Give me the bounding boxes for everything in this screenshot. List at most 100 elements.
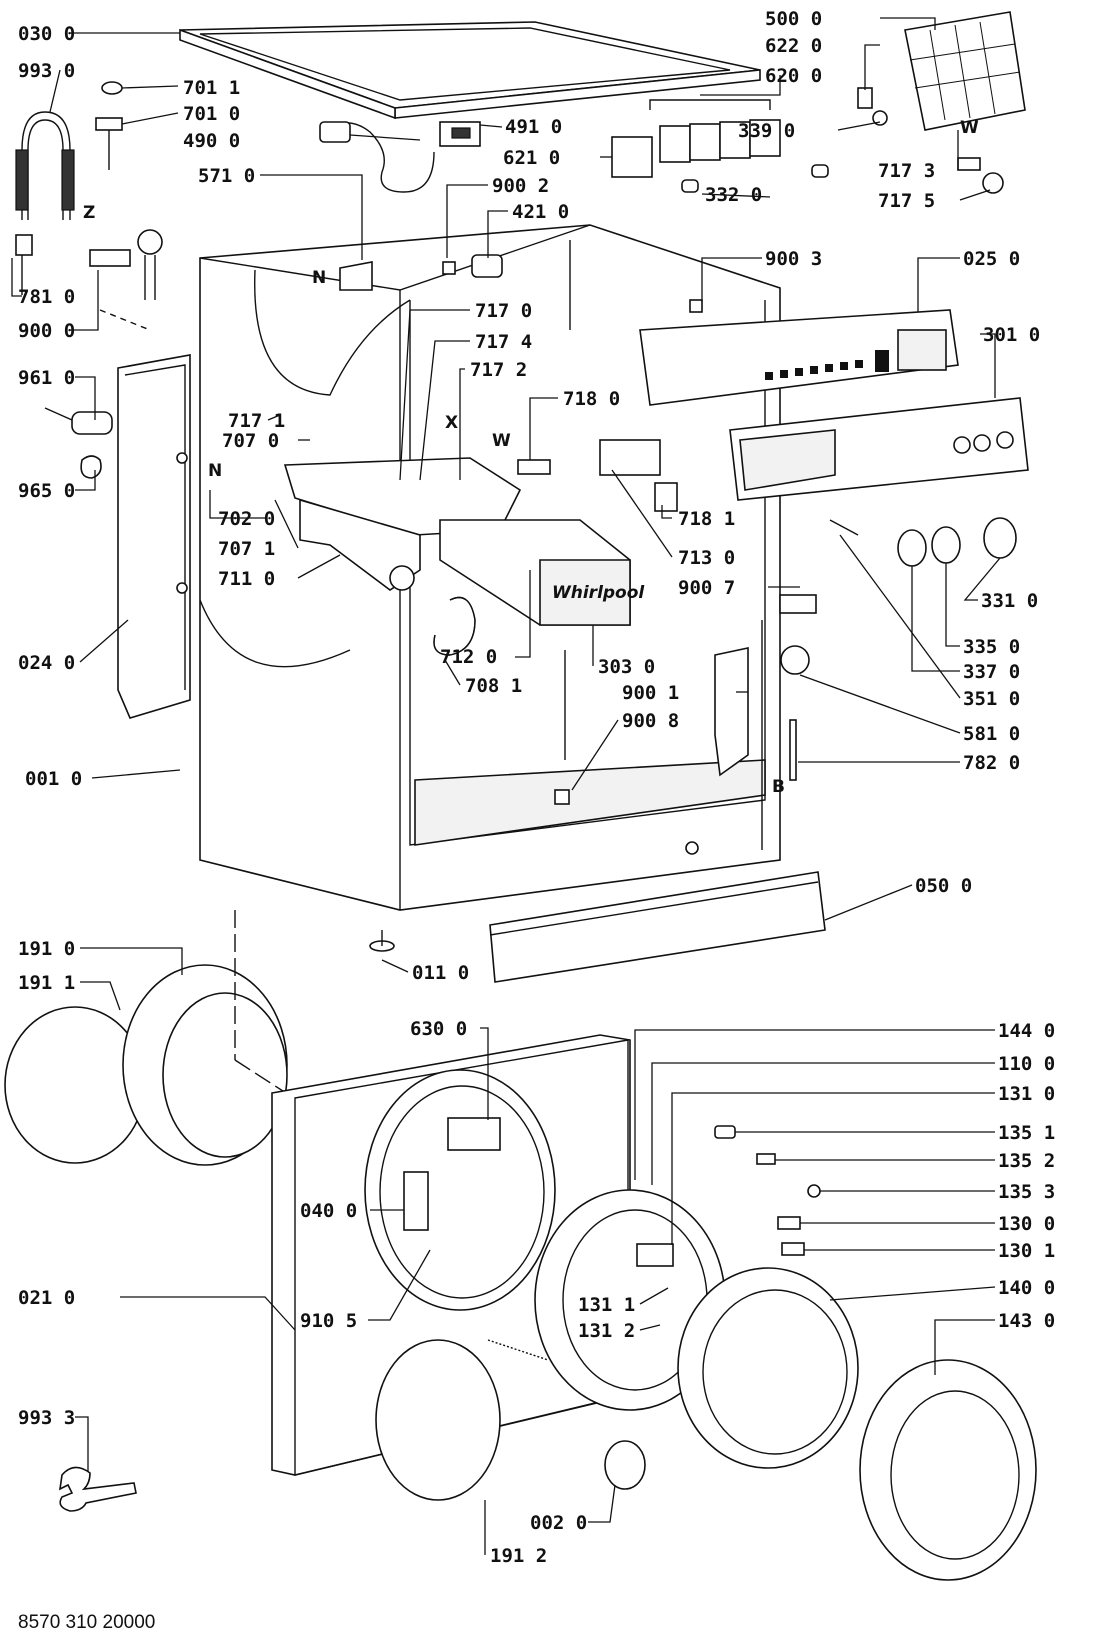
clip-icon [554,789,570,805]
screw-icon [95,117,123,170]
clip-icon [689,299,703,313]
callout-900-0: 900 0 [18,320,75,342]
marker-z: Z [83,203,95,223]
cap-icon [101,81,123,95]
callout-191-0: 191 0 [18,938,75,960]
callout-581-0: 581 0 [963,723,1020,745]
callout-717-0: 717 0 [475,300,532,322]
callout-331-0: 331 0 [981,590,1038,612]
marker-b: B [772,777,785,797]
dispenser-hose [433,596,476,656]
callout-717-4: 717 4 [475,331,532,353]
callout-001-0: 001 0 [25,768,82,790]
diagram-reference-number: 8570 310 20000 [18,1612,156,1633]
washer-icon [807,1184,821,1198]
callout-131-2: 131 2 [578,1320,635,1342]
callout-622-0: 622 0 [765,35,822,57]
outer-door-ring [859,1359,1037,1581]
push-button-icon [604,1440,646,1490]
callout-024-0: 024 0 [18,652,75,674]
connector-icon [857,87,873,109]
callout-130-0: 130 0 [998,1213,1055,1235]
callout-718-1: 718 1 [678,508,735,530]
callout-140-0: 140 0 [998,1277,1055,1299]
callout-131-1: 131 1 [578,1294,635,1316]
callout-135-1: 135 1 [998,1122,1055,1144]
marker-w: W [492,431,511,451]
spring-icon [487,1339,549,1361]
front-panel [271,1034,631,1476]
top-cover [179,21,761,120]
callout-351-0: 351 0 [963,688,1020,710]
bolt-icon [714,1125,736,1139]
letter-markers: Z N N X W W B [83,118,979,797]
callout-900-3: 900 3 [765,248,822,270]
leader-lines [11,17,1001,1555]
pressure-switch-icon [780,645,810,675]
brand-mark: Whirlpool [552,583,645,603]
callout-717-1: 717 1 [228,410,285,432]
electronic-module [904,11,1026,131]
callout-900-7: 900 7 [678,577,735,599]
part-callouts: 030 0 993 0 701 1 701 0 490 0 491 0 571 … [18,8,1055,1567]
fitting-icon [681,179,699,193]
callout-131-0: 131 0 [998,1083,1055,1105]
callout-002-0: 002 0 [530,1512,587,1534]
callout-025-0: 025 0 [963,248,1020,270]
inlet-valve [89,229,163,331]
small-fitting-icon [872,110,888,126]
callout-491-0: 491 0 [505,116,562,138]
callout-500-0: 500 0 [765,8,822,30]
marker-w: W [960,118,979,138]
callout-339-0: 339 0 [738,120,795,142]
thermostat-icon [339,261,373,291]
callout-702-0: 702 0 [218,508,275,530]
relay-icon [471,254,503,278]
detergent-dispenser: Whirlpool [283,457,645,626]
callout-130-1: 130 1 [998,1240,1055,1262]
callout-011-0: 011 0 [412,962,469,984]
callout-782-0: 782 0 [963,752,1020,774]
callout-191-2: 191 2 [490,1545,547,1567]
bracket-icon [777,1216,801,1230]
plinth [489,871,826,983]
sensor-bracket-icon [957,157,981,171]
callout-337-0: 337 0 [963,661,1020,683]
callout-621-0: 621 0 [503,147,560,169]
callout-135-2: 135 2 [998,1150,1055,1172]
marker-n: N [208,461,222,481]
callout-135-3: 135 3 [998,1181,1055,1203]
foot-icon [369,930,395,952]
callout-961-0: 961 0 [18,367,75,389]
callout-021-0: 021 0 [18,1287,75,1309]
callout-490-0: 490 0 [183,130,240,152]
callout-030-0: 030 0 [18,23,75,45]
callout-335-0: 335 0 [963,636,1020,658]
callout-143-0: 143 0 [998,1310,1055,1332]
strip-icon [789,719,797,781]
callout-717-5: 717 5 [878,190,935,212]
power-cable [319,121,481,193]
callout-711-0: 711 0 [218,568,275,590]
door-bowl [677,1267,859,1469]
pin-icon [829,519,859,536]
callout-110-0: 110 0 [998,1053,1055,1075]
callout-191-1: 191 1 [18,972,75,994]
marker-n: N [312,268,326,288]
callout-421-0: 421 0 [512,201,569,223]
callout-303-0: 303 0 [598,656,655,678]
callout-900-8: 900 8 [622,710,679,732]
wrench-icon [58,1466,137,1512]
callout-707-0: 707 0 [222,430,279,452]
callout-712-0: 712 0 [440,646,497,668]
transit-bolt [44,407,113,479]
callout-707-1: 707 1 [218,538,275,560]
spring-icon [756,1153,776,1165]
callout-144-0: 144 0 [998,1020,1055,1042]
callout-571-0: 571 0 [198,165,255,187]
control-fascia [729,397,1029,501]
nut-icon [982,172,1004,194]
door-gasket [4,910,761,1401]
side-panel [117,354,191,719]
